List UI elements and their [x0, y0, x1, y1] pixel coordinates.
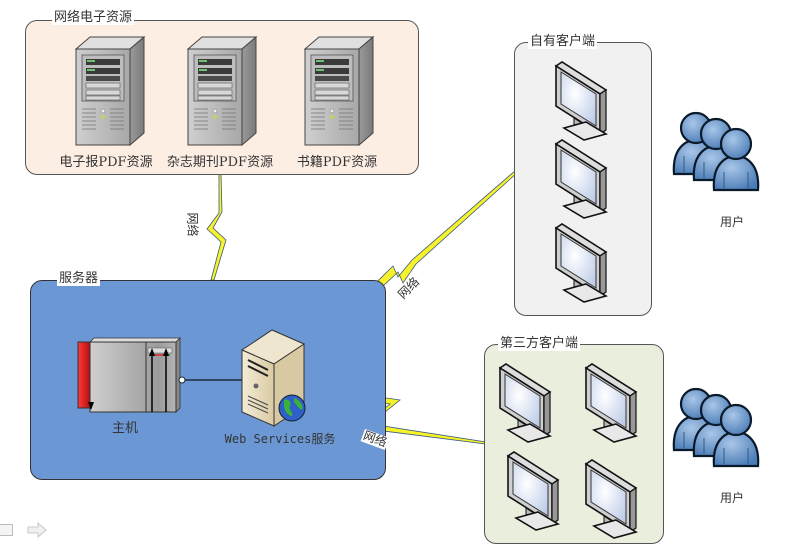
users-label: 用户: [719, 491, 744, 505]
monitor-icon: [585, 459, 637, 539]
arrow-right-icon[interactable]: [27, 521, 48, 539]
host-computer-icon: [77, 337, 181, 413]
third-party-clients-title: 第三方客户端: [498, 336, 581, 351]
host-label: 主机: [111, 421, 138, 436]
monitor-icon: [499, 363, 551, 443]
monitor-icon: [507, 451, 559, 531]
monitor-icon: [555, 223, 607, 303]
link-resources-server: [206, 173, 227, 281]
own-clients-title: 自有客户端: [528, 34, 598, 49]
server-label-magazine: 杂志期刊PDF资源: [166, 155, 274, 170]
monitor-icon: [585, 363, 637, 443]
web-service-server-icon: [240, 329, 306, 427]
users-group-icon: [672, 387, 760, 468]
monitor-icon: [555, 139, 607, 219]
window-icon[interactable]: [0, 524, 13, 536]
tower-server-icon: [75, 36, 145, 146]
network-label: 网络: [185, 211, 200, 238]
users-label: 用户: [719, 215, 744, 229]
network-resources-title: 网络电子资源: [52, 10, 135, 25]
server-label-books: 书籍PDF资源: [296, 155, 378, 170]
monitor-icon: [555, 61, 607, 141]
tower-server-icon: [304, 36, 374, 146]
server-group-title: 服务器: [57, 271, 101, 286]
web-service-label: Web Services服务: [224, 432, 336, 446]
host-webservice-connector: [178, 376, 244, 384]
users-group-icon: [672, 111, 760, 192]
server-label-newspaper: 电子报PDF资源: [59, 155, 153, 170]
tower-server-icon: [187, 36, 257, 146]
